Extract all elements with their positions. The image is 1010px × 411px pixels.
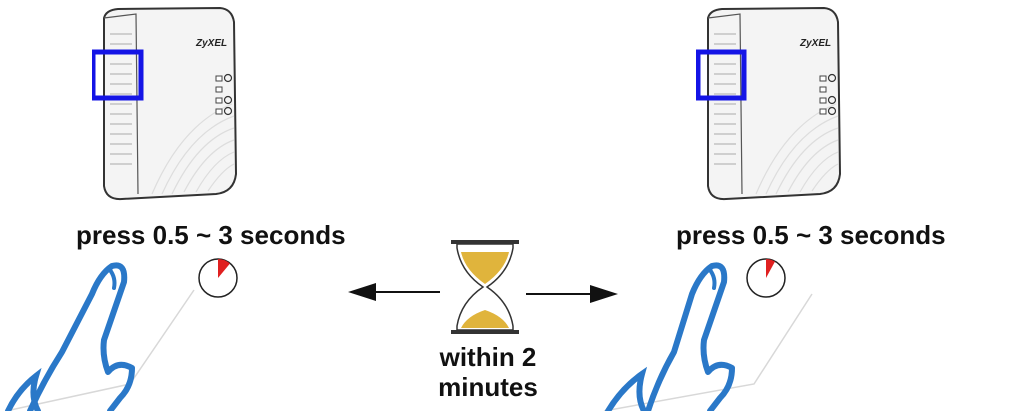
left-highlight-box — [92, 49, 144, 101]
left-hand-icon — [5, 262, 195, 411]
time-limit-note: within 2 minutes — [408, 342, 568, 402]
left-brand-logo: ZyXEL — [195, 38, 227, 49]
hourglass-icon — [451, 240, 519, 334]
arrow-right-icon — [526, 285, 618, 303]
right-brand-logo: ZyXEL — [799, 38, 831, 49]
arrow-left-icon — [348, 283, 440, 301]
right-powerline-adapter: ZyXEL — [696, 6, 842, 201]
left-powerline-adapter: ZyXEL — [92, 6, 238, 201]
left-timer-icon — [198, 258, 238, 298]
right-timer-icon — [746, 258, 786, 298]
right-hand-icon — [603, 262, 813, 411]
left-instruction-label: press 0.5 ~ 3 seconds — [76, 220, 346, 250]
right-highlight-box — [696, 49, 747, 101]
right-instruction-label: press 0.5 ~ 3 seconds — [676, 220, 946, 250]
note-line-2: minutes — [438, 372, 538, 402]
note-line-1: within 2 — [439, 342, 537, 372]
